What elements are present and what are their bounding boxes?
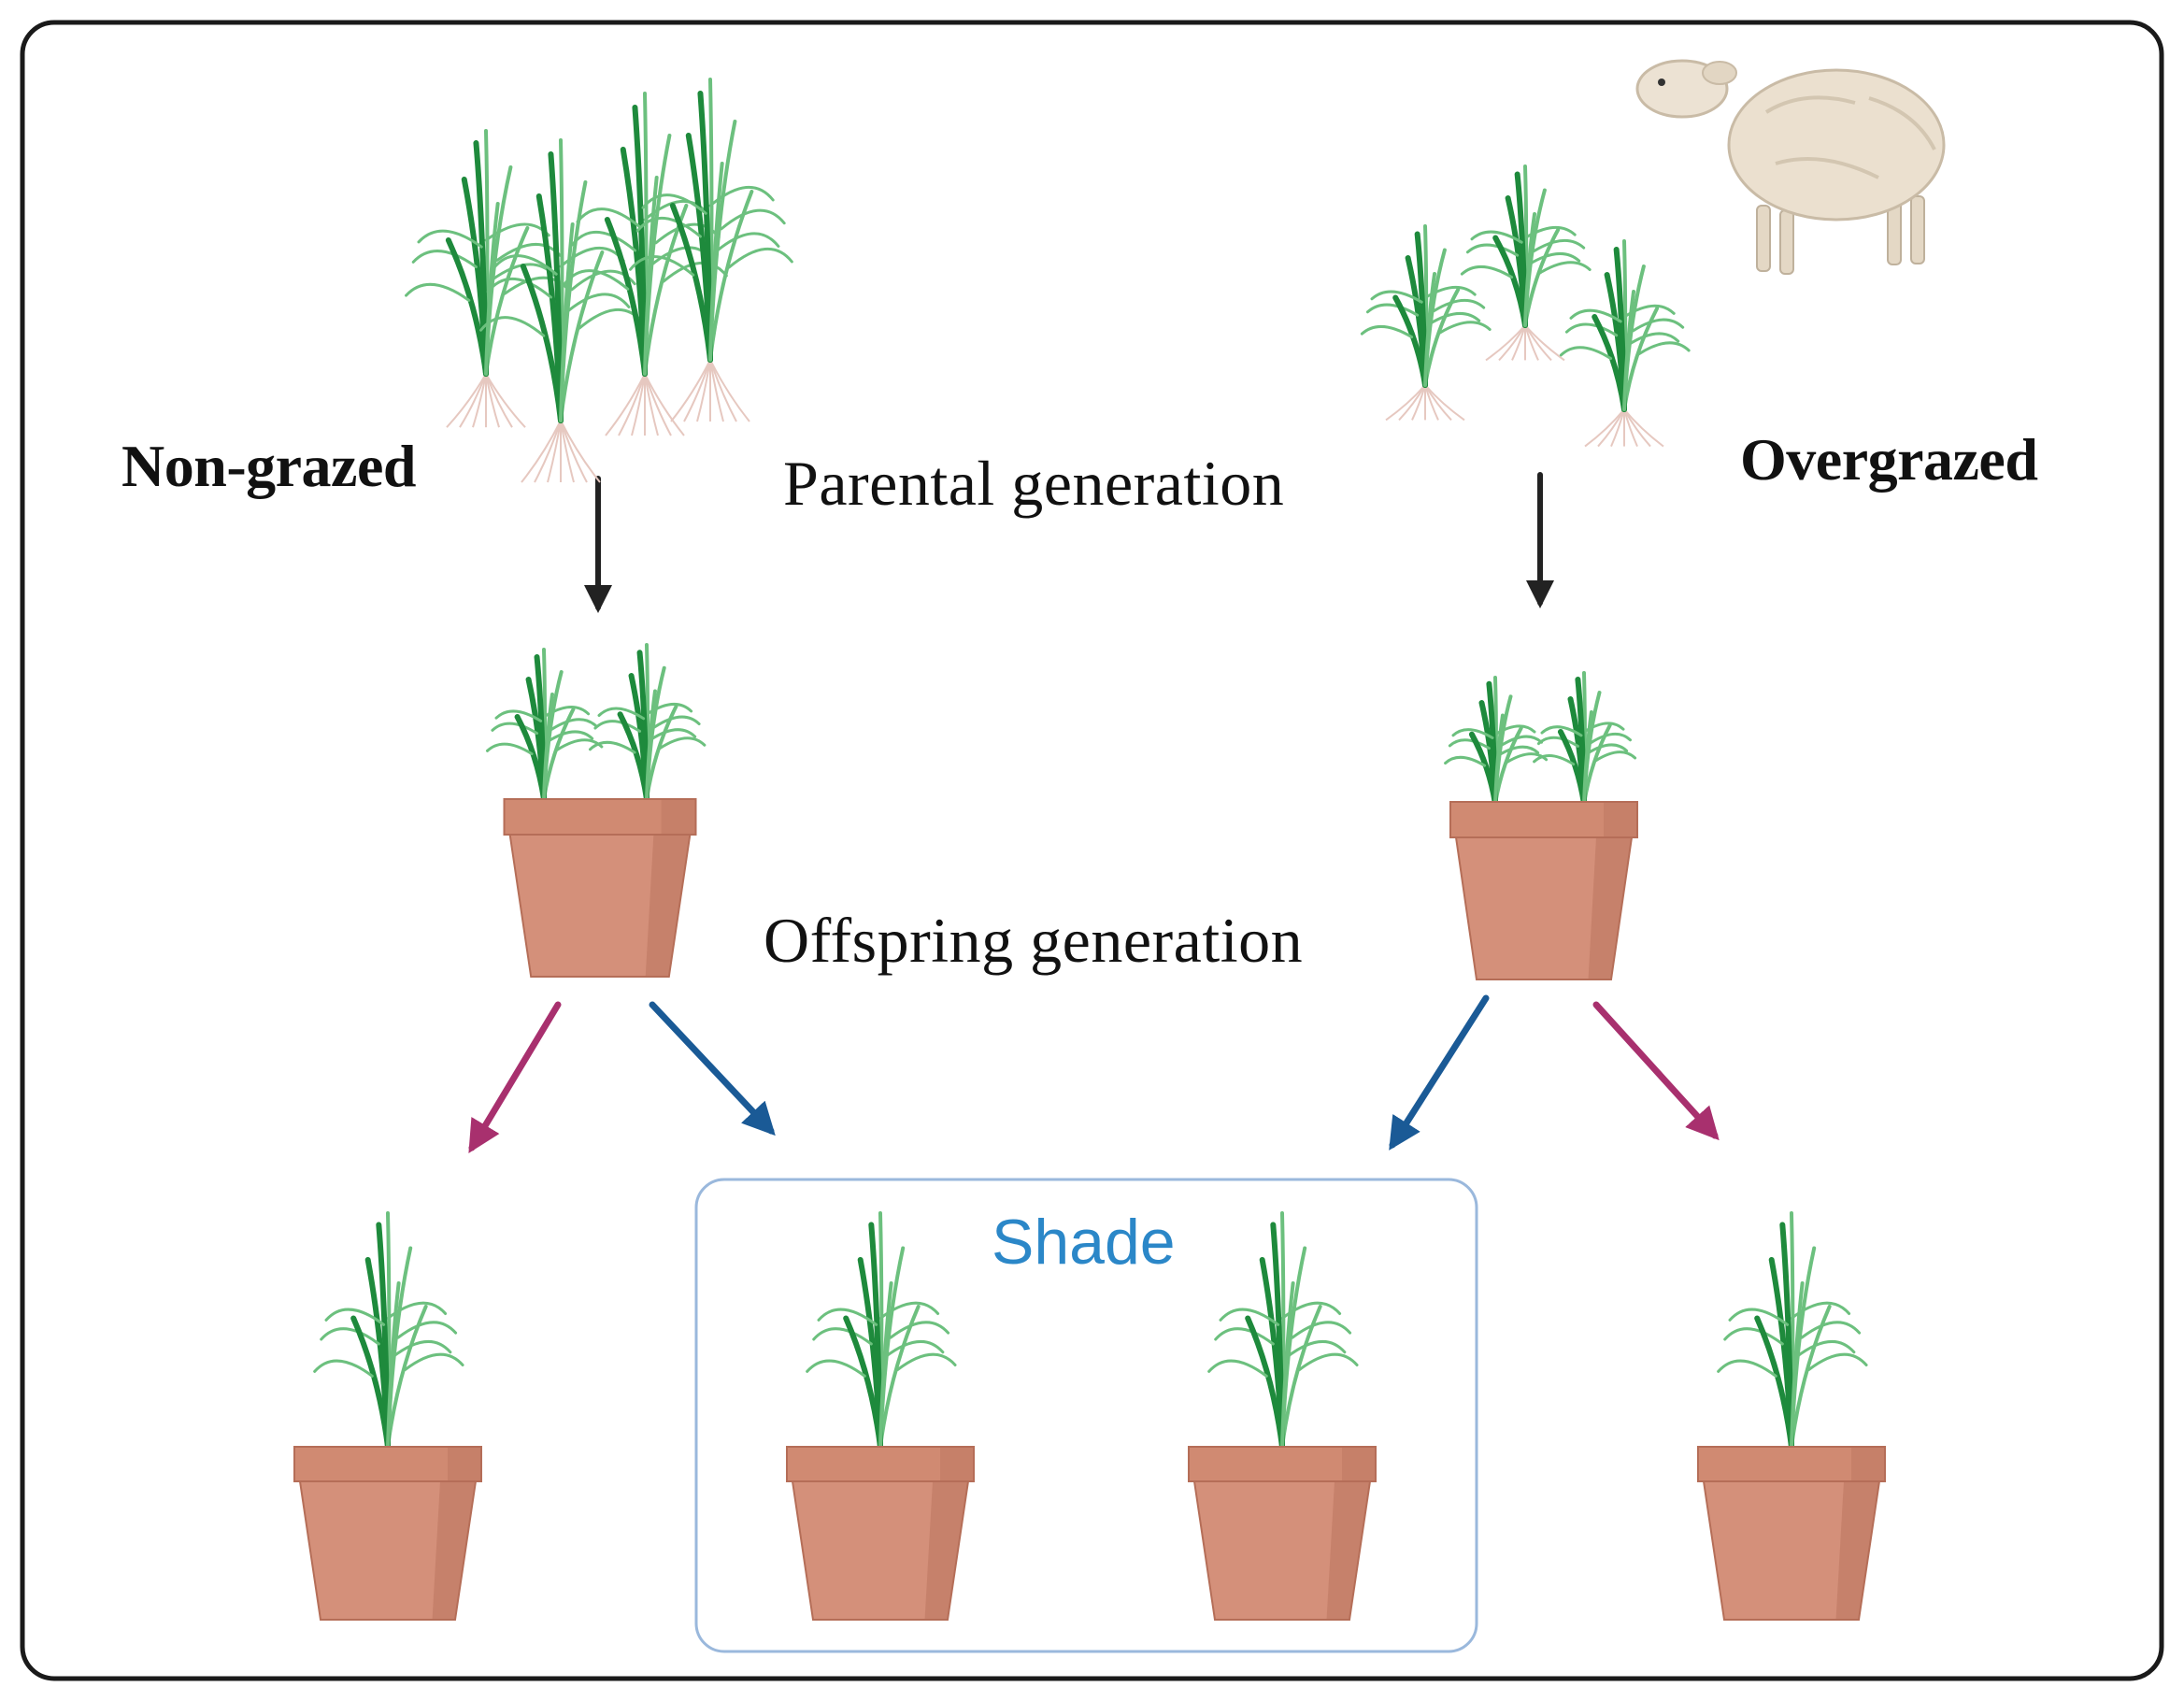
outer-frame [20,20,2164,1681]
label-overgrazed: Overgrazed [1740,426,2038,493]
label-offspring-generation: Offspring generation [764,905,1304,976]
pot-icon [1188,1446,1377,1621]
plants-layer [313,78,1868,1450]
grass-icon [806,1211,957,1450]
pot-icon [786,1446,975,1621]
grass-icon [485,648,604,802]
grass-icon [405,129,569,428]
grass-icon [1533,671,1637,807]
grass-icon [629,78,793,422]
grass-icon [479,138,644,483]
pot-icon [293,1446,482,1621]
shade-box [694,1178,1478,1653]
label-parental-generation: Parental generation [783,448,1285,519]
grass-icon [313,1211,464,1450]
arrows [468,472,1720,1153]
grass-icon [1360,224,1492,422]
grass-icon [1559,239,1691,448]
label-non-grazed: Non-grazed [121,433,416,499]
pot-icon [503,798,697,978]
sheep-icon [1635,59,1946,275]
grass-icon [1444,676,1549,807]
pots-layer [293,798,1886,1621]
pot-icon [1697,1446,1886,1621]
arrow-nongrazed-magenta [468,1001,562,1153]
arrow-nongrazed-blue [649,1001,776,1136]
grass-icon [588,643,707,802]
grass-icon [1717,1211,1868,1450]
arrow-overgrazed-magenta [1592,1001,1720,1141]
grass-icon [1460,164,1592,362]
grass-icon [1207,1211,1359,1450]
pot-icon [1449,801,1638,980]
arrow-overgrazed-blue [1389,994,1490,1151]
label-shade: Shade [992,1207,1176,1278]
